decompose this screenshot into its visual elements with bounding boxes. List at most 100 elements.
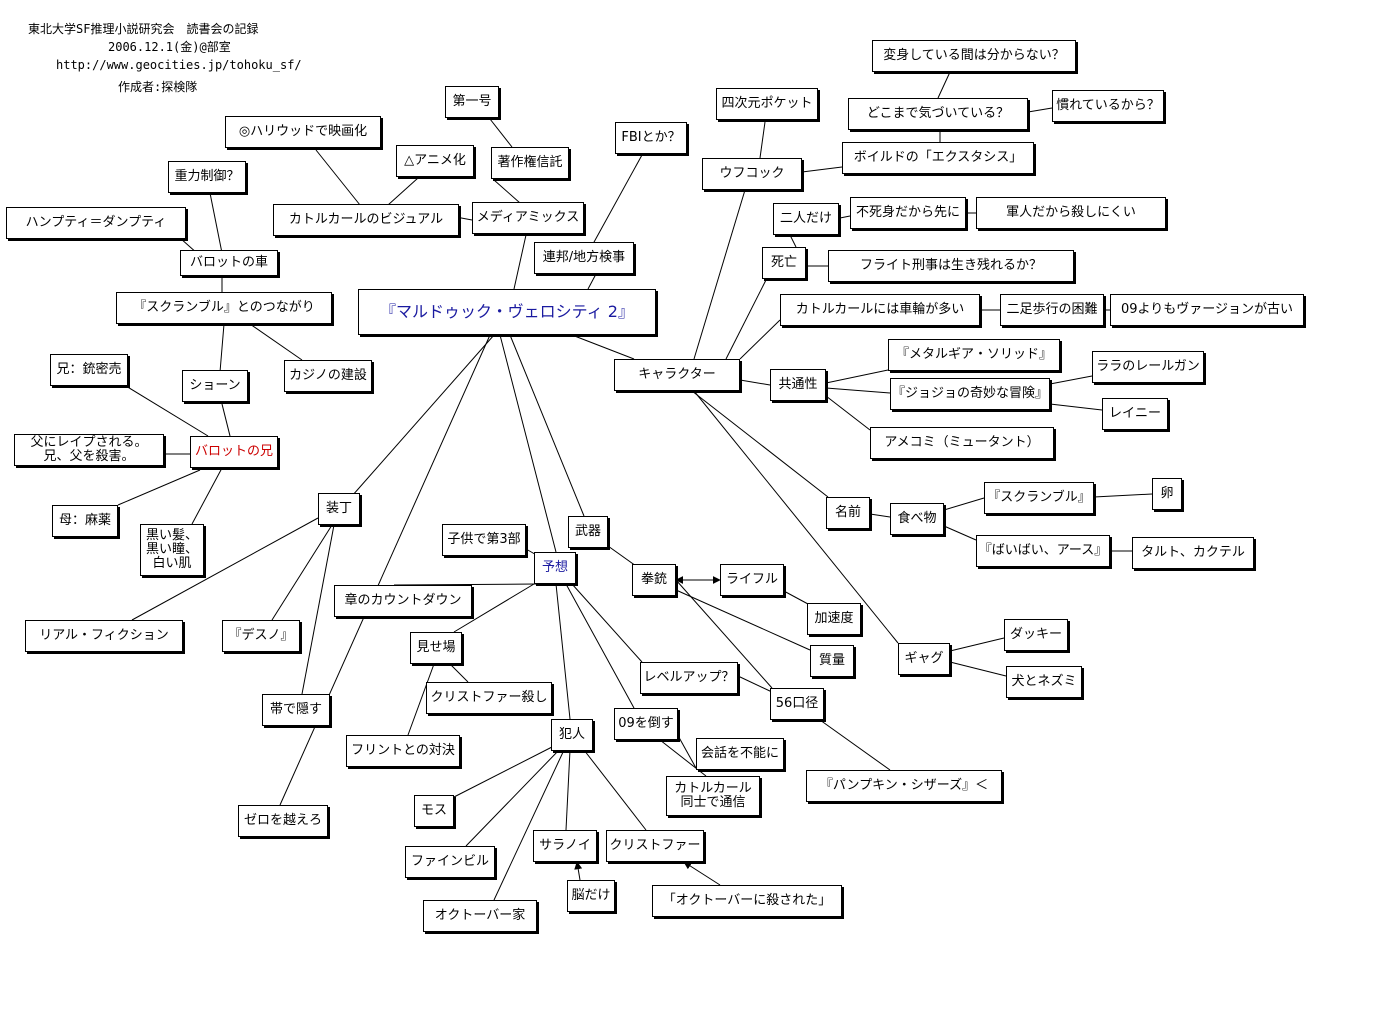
node-federal: 連邦/地方検事 <box>534 242 634 274</box>
connector-line <box>801 166 843 173</box>
node-jojo: 『ジョジョの奇妙な冒険』 <box>890 378 1050 410</box>
node-duckie: ダッキー <box>1004 619 1068 651</box>
connector-line <box>453 583 535 633</box>
node-soldier: 軍人だから殺しにくい <box>976 197 1166 229</box>
node-name: 名前 <box>826 497 870 529</box>
connector-line <box>1027 107 1053 113</box>
connector-line <box>693 189 746 360</box>
node-obi: 帯で隠す <box>262 694 330 726</box>
node-pistol: 拳銃 <box>632 564 676 596</box>
connector-line <box>819 719 891 771</box>
connector-line <box>393 583 537 586</box>
node-flight: フライト刑事は生き残れるか？ <box>828 250 1074 282</box>
node-immortal: 不死身だから先に <box>850 197 966 229</box>
connector-line <box>825 387 891 394</box>
node-hollywood: ◎ハリウッドで映画化 <box>225 116 381 148</box>
connector-line <box>351 334 495 497</box>
node-brain-only: 脳だけ <box>567 880 615 912</box>
connector-line <box>117 469 201 506</box>
node-countdown: 章のカウントダウン <box>334 585 472 617</box>
session-date: 2006.12.1(金)@部室 <box>108 40 231 54</box>
node-tart: タルト、カクテル <box>1132 537 1254 569</box>
connector-line <box>607 545 637 567</box>
connector-line <box>499 334 557 553</box>
node-scramble-food: 『スクランブル』 <box>984 482 1094 514</box>
node-mgs: 『メタルギア・ソリッド』 <box>888 339 1060 371</box>
connector-line <box>587 154 643 254</box>
node-real-fiction: リアル・フィクション <box>25 620 183 652</box>
club-name: 東北大学SF推理小説研究会 読書会の記録 <box>28 22 259 36</box>
connector-line <box>937 71 951 99</box>
node-weapon: 武器 <box>568 516 608 548</box>
node-casino: カジノの建設 <box>284 360 372 392</box>
connector-line <box>301 524 335 695</box>
connector-line <box>675 731 697 769</box>
node-raped: 父にレイプされる。 兄、父を殺害。 <box>14 434 164 466</box>
node-level-up: レベルアップ？ <box>640 662 738 694</box>
node-gravity: 重力制御？ <box>168 161 246 193</box>
node-mother: 母：麻薬 <box>52 505 118 537</box>
node-zero: ゼロを越えろ <box>238 805 328 837</box>
connector-line <box>489 118 513 148</box>
node-anime: △アニメ化 <box>396 145 474 177</box>
connector-line <box>565 749 571 831</box>
connector-line <box>781 589 809 605</box>
connector-line <box>659 739 707 777</box>
node-death: 死亡 <box>762 247 806 279</box>
connector-line <box>125 385 209 437</box>
connector-line <box>279 334 491 806</box>
node-child-part3: 子供で第3部 <box>442 524 526 556</box>
connector-line <box>943 497 985 511</box>
node-caliber: 56口径 <box>770 688 824 720</box>
node-beat09: 09を倒す <box>614 708 678 740</box>
connector-line <box>949 637 1005 652</box>
connector-line <box>675 589 811 651</box>
connector-line <box>839 215 851 219</box>
node-unknown-transform: 変身している間は分からない？ <box>872 40 1076 72</box>
arrow-connector <box>574 861 583 881</box>
connector-line <box>571 334 635 360</box>
connector-line <box>555 583 571 720</box>
connector-line <box>691 390 829 498</box>
node-christopher: クリストファー <box>606 830 704 862</box>
connector-line <box>789 234 797 248</box>
connector-line <box>739 379 771 386</box>
connector-line <box>1093 493 1153 498</box>
connector-line <box>315 149 361 206</box>
node-killed-october: 「オクトーバーに殺された」 <box>652 885 842 917</box>
node-food: 食べ物 <box>890 503 944 535</box>
node-culprit: 犯人 <box>551 719 593 751</box>
connector-line <box>1049 375 1093 385</box>
node-media-mix: メディアミックス <box>472 202 584 234</box>
node-saranoi: サラノイ <box>533 830 597 862</box>
node-biped: 二足歩行の困難 <box>1000 294 1104 326</box>
connector-line <box>1049 403 1103 411</box>
node-used-to: 慣れているから？ <box>1052 90 1164 122</box>
node-christopher-kill: クリストファー殺し <box>426 682 552 714</box>
connector-line <box>759 121 766 159</box>
connector-line <box>407 663 435 736</box>
node-accel: 加速度 <box>807 603 861 635</box>
connector-line <box>949 661 1007 677</box>
node-center: 『マルドゥック・ヴェロシティ 2』 <box>358 289 656 335</box>
connector-line <box>493 749 565 901</box>
node-flint: フリントとの対決 <box>346 735 460 767</box>
connector-line <box>387 177 419 206</box>
node-shawn: ショーン <box>182 370 248 402</box>
node-katoru-visual: カトルカールのビジュアル <box>273 204 459 236</box>
connector-line <box>249 323 303 361</box>
club-url: http://www.geocities.jp/tohoku_sf/ <box>56 58 302 72</box>
connector-line <box>219 323 225 373</box>
node-wheels: カトルカールには車輪が多い <box>780 294 980 326</box>
arrow-connector <box>683 861 721 886</box>
connector-line <box>453 746 553 798</box>
node-two-only: 二人だけ <box>773 203 839 235</box>
connector-line <box>869 513 891 518</box>
node-copyright: 著作権信託 <box>491 147 569 179</box>
node-how-aware: どこまで気づいている？ <box>848 98 1028 130</box>
connector-line <box>693 390 899 644</box>
node-old-version: 09よりもヴァージョンが古い <box>1110 294 1304 326</box>
node-railgun: ララのレールガン <box>1092 351 1204 383</box>
